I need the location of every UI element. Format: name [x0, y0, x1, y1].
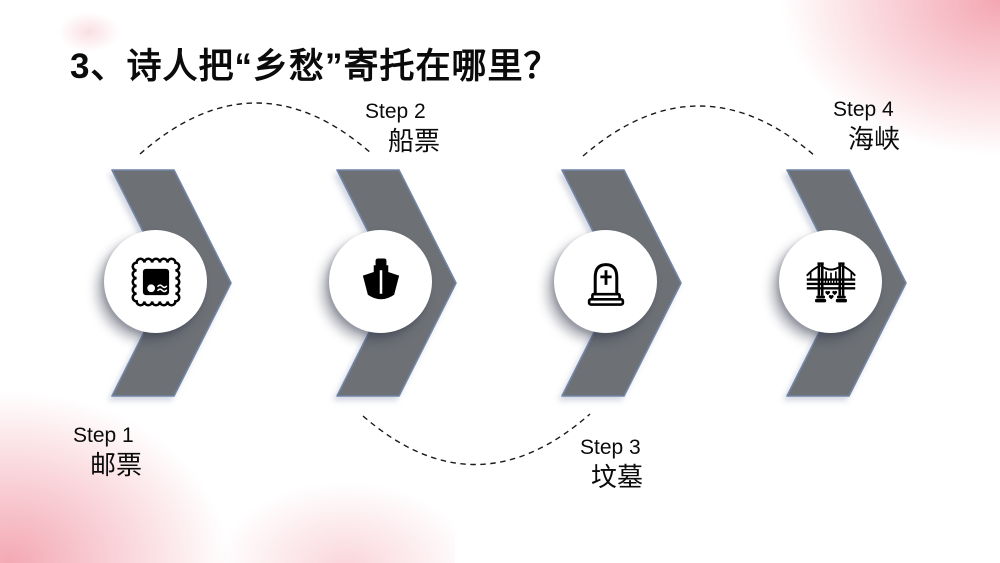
step-1-icon-badge	[104, 230, 207, 333]
step-1-group	[104, 168, 234, 398]
pink-gradient-top-right	[755, 0, 1000, 190]
tombstone-icon	[587, 262, 624, 306]
step-2-icon-badge	[329, 230, 432, 333]
step-4-label-en: Step 4	[833, 98, 894, 121]
arc-step2-step3	[362, 413, 591, 466]
step-1-label-en: Step 1	[73, 424, 134, 447]
step-4-icon-badge	[779, 230, 882, 333]
stamp-icon	[131, 257, 180, 306]
arc-step1-step2	[139, 102, 373, 155]
step-3-label-en: Step 3	[580, 436, 641, 459]
step-4-label-zh: 海峡	[848, 123, 901, 154]
step-2-label-en: Step 2	[365, 100, 426, 123]
step-3-label: Step 3 坟墓	[580, 436, 643, 492]
step-1-label-zh: 邮票	[90, 449, 143, 480]
ship-icon	[362, 257, 399, 299]
arc-step3-step4	[582, 105, 816, 157]
step-3-group	[554, 168, 684, 398]
step-2-group	[329, 168, 459, 398]
step-4-label: Step 4 海峡	[833, 98, 900, 154]
step-4-group	[779, 168, 909, 398]
step-1-label: Step 1 邮票	[73, 424, 142, 480]
step-3-label-zh: 坟墓	[591, 461, 644, 492]
bridge-icon	[805, 261, 856, 302]
step-3-icon-badge	[554, 230, 657, 333]
step-2-label-zh: 船票	[388, 125, 441, 156]
step-2-label: Step 2 船票	[365, 100, 440, 156]
slide-title: 3、诗人把“乡愁”寄托在哪里？	[70, 47, 560, 86]
